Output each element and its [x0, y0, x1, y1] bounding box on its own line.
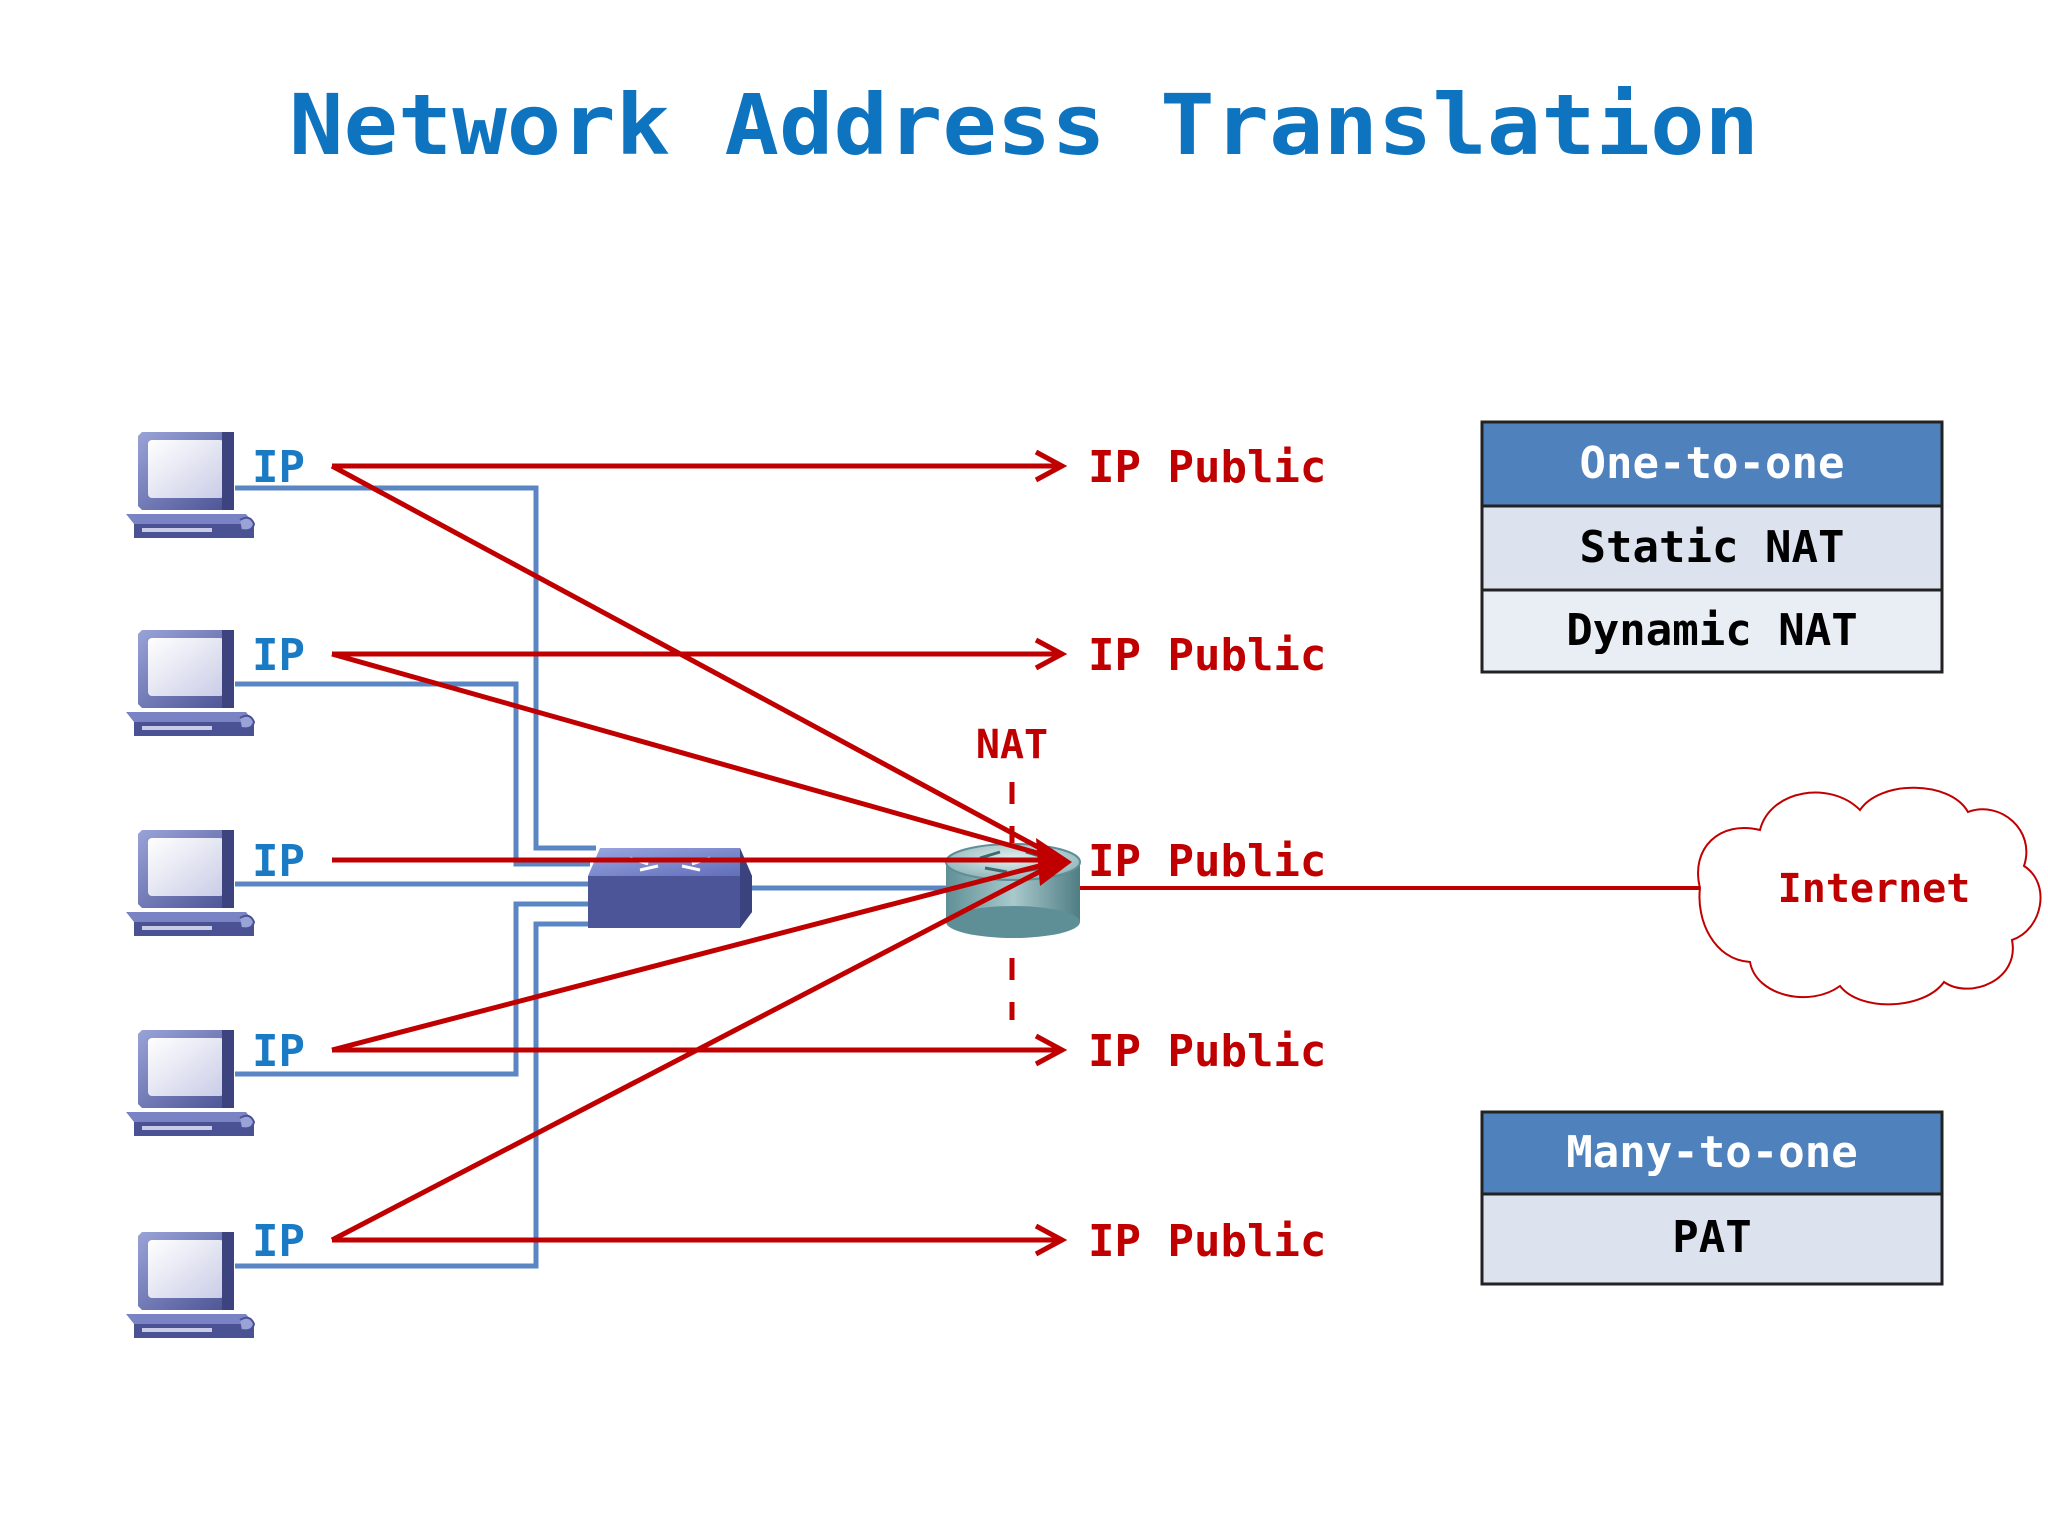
static-nat-label: Static NAT: [1580, 522, 1845, 573]
host-ip-labels: IP IP IP IP IP: [252, 442, 305, 1267]
internet-label: Internet: [1778, 866, 1971, 912]
one-to-one-row-bg: [1480, 588, 1944, 674]
one-to-one-header: One-to-one: [1580, 438, 1845, 489]
public-ip-label: IP Public: [1088, 1026, 1326, 1077]
computer-icon: [125, 1029, 255, 1137]
computer-icon: [125, 829, 255, 937]
arrowhead-1: [1034, 449, 1068, 483]
one-to-one-box: One-to-one Static NAT Dynamic NAT: [1480, 420, 1944, 674]
public-ip-label: IP Public: [1088, 442, 1326, 493]
wire-host-1: [235, 485, 596, 851]
internet-cloud-icon: Internet: [1697, 786, 2042, 1006]
many-to-one-row-bg: [1480, 1192, 1944, 1286]
host-ip-label: IP: [252, 630, 305, 681]
hosts: [125, 431, 255, 1339]
public-ip-labels: IP Public IP Public IP Public IP Public …: [1088, 442, 1326, 1267]
router-icon: [945, 843, 1081, 938]
wire-host-2: [235, 681, 590, 867]
many-to-one-header-bg: [1480, 1110, 1944, 1196]
many-to-one-box: Many-to-one PAT: [1480, 1110, 1944, 1286]
host-ip-label: IP: [252, 1026, 305, 1077]
pat-arrow-1: [330, 463, 1064, 863]
lan-wires: [235, 485, 950, 1269]
arrowhead-2: [1034, 637, 1068, 671]
host-ip-label: IP: [252, 836, 305, 887]
public-ip-label: IP Public: [1088, 836, 1326, 887]
pat-arrow-5: [330, 857, 1064, 1243]
many-to-one-arrows: [330, 463, 1072, 1243]
arrowhead-4: [1034, 1033, 1068, 1067]
nat-label: NAT: [976, 722, 1048, 768]
pat-arrowhead: [1036, 838, 1072, 886]
pat-arrow-4: [331, 857, 1063, 1053]
pat-label: PAT: [1672, 1212, 1751, 1263]
wire-host-4: [235, 901, 590, 1077]
one-to-one-arrows: [332, 449, 1068, 1257]
dynamic-nat-label: Dynamic NAT: [1566, 605, 1857, 656]
page-title: Network Address Translation: [289, 76, 1759, 174]
pat-arrow-2: [331, 651, 1063, 863]
computer-icon: [125, 431, 255, 539]
arrowhead-5: [1034, 1223, 1068, 1257]
host-ip-label: IP: [252, 442, 305, 493]
computer-icon: [125, 1231, 255, 1339]
computer-icon: [125, 629, 255, 737]
public-ip-label: IP Public: [1088, 630, 1326, 681]
host-ip-label: IP: [252, 1216, 305, 1267]
many-to-one-header: Many-to-one: [1566, 1127, 1857, 1178]
wire-host-5: [235, 921, 590, 1269]
one-to-one-header-bg: [1480, 420, 1944, 508]
public-ip-label: IP Public: [1088, 1216, 1326, 1267]
